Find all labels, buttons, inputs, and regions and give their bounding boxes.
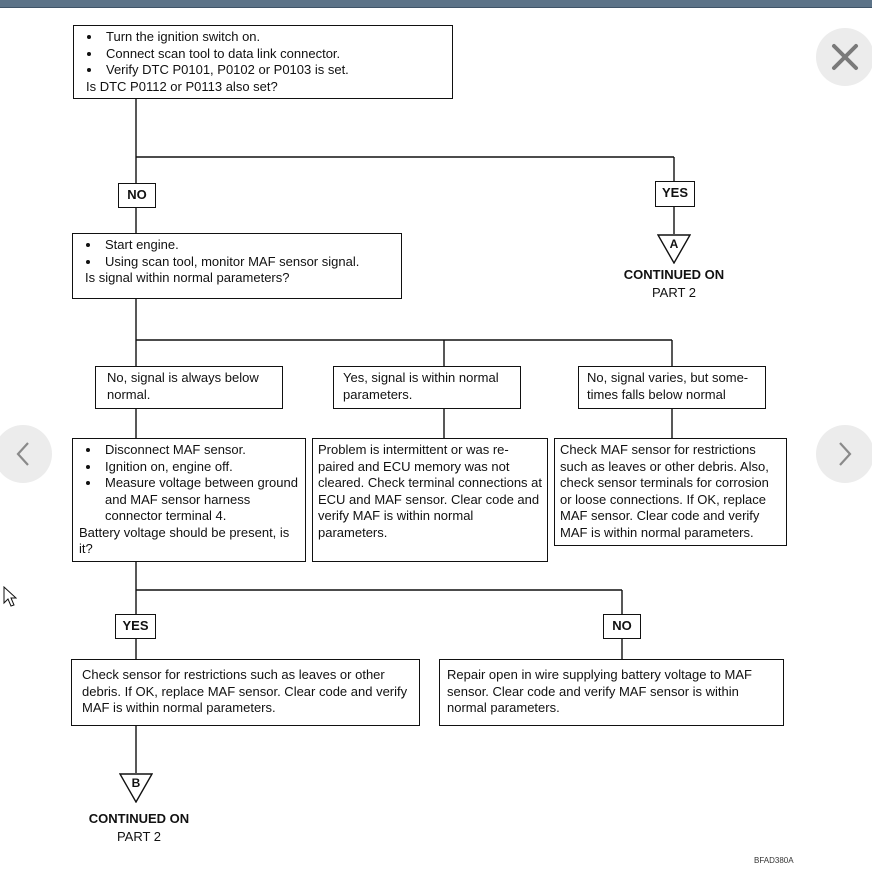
connector-marker-a: A xyxy=(657,234,691,264)
action-check-text: Check MAF sensor for restrictions such a… xyxy=(560,442,769,540)
yes-label-1: YES xyxy=(655,181,695,207)
chevron-right-icon xyxy=(839,442,852,466)
branch-within-normal-box: Yes, signal is within normal parameters. xyxy=(333,366,521,409)
branch-varies-box: No, signal varies, but some-times falls … xyxy=(578,366,766,409)
branch-below-text: No, signal is always below normal. xyxy=(107,370,259,402)
marker-a-letter: A xyxy=(669,237,679,251)
step2-bullet: Using scan tool, monitor MAF sensor sign… xyxy=(101,254,395,271)
step2-bullet: Start engine. xyxy=(101,237,395,254)
continued-on-part2-b: CONTINUED ON PART 2 xyxy=(59,810,219,846)
continued-on-part2-a: CONTINUED ON PART 2 xyxy=(594,266,754,302)
action-intermittent-text: Problem is intermittent or was re-paired… xyxy=(318,442,543,540)
figure-id: BFAD380A xyxy=(754,856,794,865)
result-yes-text: Check sensor for restrictions such as le… xyxy=(82,667,408,715)
yes-label-2: YES xyxy=(115,614,156,639)
no-label-1: NO xyxy=(118,183,156,208)
connector-marker-b: B xyxy=(119,773,153,803)
branch-within-text: Yes, signal is within normal parameters. xyxy=(343,370,499,402)
no-label-2: NO xyxy=(603,614,641,639)
continued-a-line2: PART 2 xyxy=(651,285,697,300)
result-repair-wire-box: Repair open in wire supplying battery vo… xyxy=(439,659,784,726)
start-bullet: Connect scan tool to data link connector… xyxy=(102,46,446,63)
next-button[interactable] xyxy=(816,425,872,483)
close-button[interactable] xyxy=(816,28,872,86)
start-bullet: Verify DTC P0101, P0102 or P0103 is set. xyxy=(102,62,446,79)
action-bullet: Disconnect MAF sensor. xyxy=(101,442,299,459)
continued-b-line1: CONTINUED ON xyxy=(88,811,190,826)
branch-below-normal-box: No, signal is always below normal. xyxy=(95,366,283,409)
action-intermittent-box: Problem is intermittent or was re-paired… xyxy=(312,438,548,562)
result-no-text: Repair open in wire supplying battery vo… xyxy=(447,667,752,715)
result-replace-sensor-box: Check sensor for restrictions such as le… xyxy=(71,659,420,726)
action-bullet: Ignition on, engine off. xyxy=(101,459,299,476)
start-step-box: Turn the ignition switch on. Connect sca… xyxy=(73,25,453,99)
chevron-left-icon xyxy=(16,442,29,466)
arrow-cursor-icon xyxy=(3,586,17,607)
continued-b-line2: PART 2 xyxy=(116,829,162,844)
start-question: Is DTC P0112 or P0113 also set? xyxy=(86,78,278,94)
start-bullet: Turn the ignition switch on. xyxy=(102,29,446,46)
action-check-restrictions-box: Check MAF sensor for restrictions such a… xyxy=(554,438,787,546)
action-disconnect-box: Disconnect MAF sensor. Ignition on, engi… xyxy=(72,438,306,562)
close-x-icon xyxy=(832,44,858,70)
step2-question: Is signal within normal parameters? xyxy=(85,270,290,285)
action-question: Battery voltage should be present, is it… xyxy=(79,524,290,557)
marker-b-letter: B xyxy=(131,776,141,790)
branch-varies-text: No, signal varies, but some-times falls … xyxy=(587,370,749,402)
continued-a-line1: CONTINUED ON xyxy=(623,267,725,282)
monitor-signal-box: Start engine. Using scan tool, monitor M… xyxy=(72,233,402,299)
action-bullet: Measure voltage between ground and MAF s… xyxy=(101,475,299,525)
previous-button[interactable] xyxy=(0,425,52,483)
viewer-top-bar xyxy=(0,0,872,8)
